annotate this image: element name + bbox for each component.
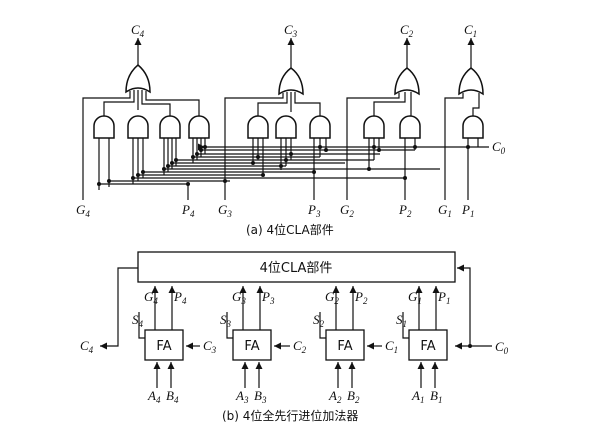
svg-text:P2: P2 [354,289,368,306]
caption-a: (a) 4位CLA部件 [246,222,334,237]
cla-circuit: C4 C3 C2 C1 C0 G4 P4 G3 P3 G2 P2 G1 P1 (… [76,22,506,237]
svg-text:G3: G3 [232,289,246,306]
svg-text:FA: FA [156,339,171,354]
fa-stage-3: FA G3 P3 S3 C2 A3 B3 [220,286,307,405]
svg-text:P3: P3 [261,289,275,306]
or-gate-c1 [458,67,484,96]
label-c2-out: C2 [400,22,414,39]
svg-text:S3: S3 [220,312,232,329]
or-gate-c3 [278,67,304,96]
svg-text:A4: A4 [147,388,161,405]
label-c0-in: C0 [492,139,506,156]
svg-text:S1: S1 [396,312,407,329]
label-p1: P1 [461,202,474,219]
label-c3-out: C3 [284,22,298,39]
svg-text:A2: A2 [328,388,342,405]
svg-text:B2: B2 [347,388,360,405]
svg-text:G1: G1 [408,289,422,306]
cla-unit-box [137,251,456,283]
label-g1: G1 [438,202,452,219]
label-c4-final: C4 [80,338,94,355]
or-gate-c2 [394,67,420,96]
svg-text:FA: FA [244,339,259,354]
fa-stage-4: FA G4 P4 S4 C3 A4 B4 [132,286,217,405]
svg-text:P1: P1 [437,289,450,306]
svg-text:B1: B1 [430,388,442,405]
svg-text:C3: C3 [203,338,217,355]
svg-text:C1: C1 [385,338,398,355]
label-c0-final: C0 [495,339,509,356]
svg-text:C2: C2 [293,338,307,355]
caption-b: (b) 4位全先行进位加法器 [222,408,358,423]
label-c4-out: C4 [131,22,145,39]
label-p3: P3 [307,202,321,219]
svg-text:A3: A3 [235,388,249,405]
label-g4: G4 [76,202,90,219]
label-p2: P2 [398,202,412,219]
fa-stage-2: FA G2 P2 S2 C1 A2 B2 [313,286,398,405]
svg-text:S2: S2 [313,312,325,329]
svg-text:B3: B3 [254,388,267,405]
label-c1-out: C1 [464,22,477,39]
label-g3: G3 [218,202,232,219]
and-gates [93,115,484,139]
svg-text:P4: P4 [173,289,187,306]
svg-text:S4: S4 [132,312,144,329]
junction-dots [97,145,470,186]
or-gate-c4 [125,64,151,94]
cla-unit-label: 4位CLA部件 [260,261,333,276]
svg-text:G4: G4 [144,289,158,306]
cla-adder-block: 4位CLA部件 C4 C0 FA G4 P4 S [80,251,509,423]
fa-stage-1: FA G1 P1 S1 A1 B1 [396,286,450,405]
svg-text:FA: FA [420,339,435,354]
label-g2: G2 [340,202,354,219]
svg-text:G2: G2 [325,289,339,306]
svg-text:B4: B4 [166,388,179,405]
svg-text:A1: A1 [411,388,424,405]
svg-text:FA: FA [337,339,352,354]
label-p4: P4 [181,202,195,219]
